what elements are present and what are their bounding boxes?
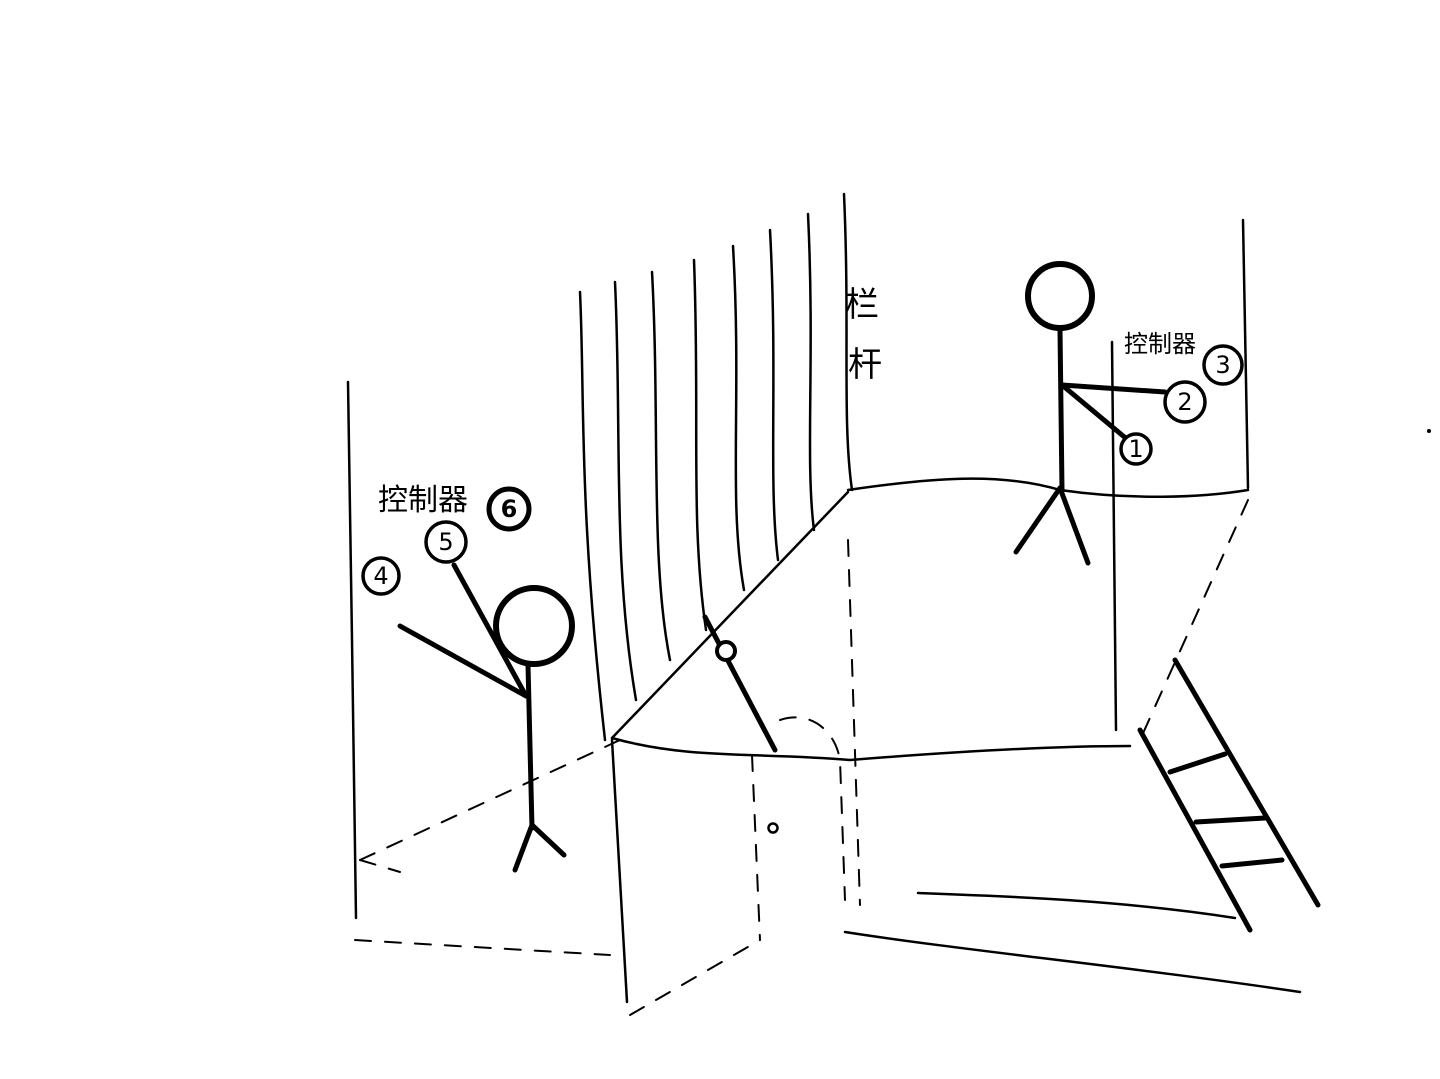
controller-right: 控制器 1 2 3 (1119, 330, 1244, 466)
head-left (493, 585, 575, 667)
button-3 (1202, 344, 1244, 386)
controller-label-right: 控制器 (1124, 330, 1196, 358)
lever-pole (702, 614, 778, 753)
lever-ring (715, 640, 737, 662)
button-6-label: 6 (501, 495, 518, 523)
button-5-label: 5 (438, 528, 453, 556)
button-1-label: 1 (1128, 435, 1143, 463)
button-3-label: 3 (1215, 351, 1230, 379)
stick-figure-left (397, 562, 575, 873)
button-2-label: 2 (1177, 388, 1192, 416)
button-4-label: 4 (373, 562, 388, 590)
stray-dot (1427, 429, 1431, 433)
floor (843, 891, 1302, 994)
railing (578, 192, 854, 742)
railing-label: 栏 杆 (845, 285, 882, 385)
button-2 (1163, 380, 1207, 424)
left-wall (346, 380, 621, 956)
button-4 (361, 556, 401, 596)
controller-left: 控制器 4 5 6 (361, 483, 532, 596)
railing-label-bottom: 杆 (848, 345, 882, 385)
door-knob (767, 822, 779, 834)
head-right (1025, 261, 1095, 331)
stick-figure-right (1013, 261, 1168, 566)
ladder (1137, 657, 1321, 933)
controller-label-left: 控制器 (378, 483, 468, 518)
railing-label-top: 栏 (845, 285, 879, 325)
button-1 (1119, 432, 1153, 466)
button-6 (486, 486, 532, 532)
platform (610, 218, 1250, 1016)
door (751, 716, 846, 941)
button-5 (424, 520, 468, 564)
